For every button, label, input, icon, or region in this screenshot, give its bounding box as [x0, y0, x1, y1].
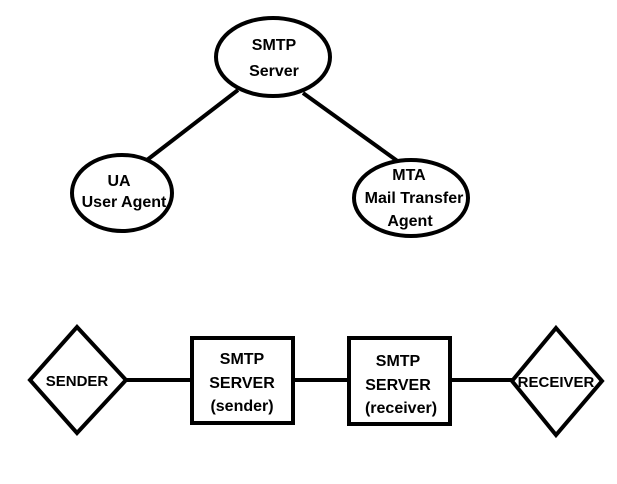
mta-label-line3: Agent — [387, 213, 433, 230]
smtp-server-ellipse — [214, 16, 332, 98]
smtp-server-receiver-line3: (receiver) — [365, 400, 437, 417]
user-agent-node: UA User Agent — [70, 153, 174, 233]
receiver-label: RECEIVER — [518, 374, 595, 391]
smtp-server-receiver-box — [347, 336, 452, 426]
smtp-server-sender-line2: SERVER — [209, 375, 275, 392]
smtp-server-node: SMTP Server — [214, 16, 332, 98]
smtp-server-sender-line1: SMTP — [220, 351, 265, 368]
smtp-server-label-line2: Server — [249, 63, 299, 80]
mta-label-line1: MTA — [392, 167, 426, 184]
mta-label-line2: Mail Transfer — [365, 190, 464, 207]
user-agent-label-line2: User Agent — [82, 194, 167, 211]
smtp-server-sender-node: SMTP SERVER (sender) — [190, 336, 295, 425]
smtp-server-receiver-line2: SERVER — [365, 377, 431, 394]
smtp-server-label-line1: SMTP — [252, 37, 297, 54]
sender-node: SENDER — [27, 324, 129, 436]
edge-server-to-ua — [145, 88, 240, 162]
user-agent-ellipse — [70, 153, 174, 233]
mail-transfer-agent-node: MTA Mail Transfer Agent — [352, 158, 470, 238]
smtp-server-receiver-line1: SMTP — [376, 353, 421, 370]
edge-server-to-mta — [301, 91, 405, 167]
receiver-diamond — [509, 324, 605, 439]
sender-diamond — [27, 324, 129, 436]
smtp-server-sender-box — [190, 336, 295, 425]
sender-label: SENDER — [46, 373, 109, 390]
mail-transfer-agent-ellipse — [352, 158, 470, 238]
smtp-server-receiver-node: SMTP SERVER (receiver) — [347, 336, 452, 426]
smtp-server-sender-line3: (sender) — [210, 398, 273, 415]
user-agent-label-line1: UA — [107, 173, 131, 190]
receiver-node: RECEIVER — [509, 324, 605, 439]
